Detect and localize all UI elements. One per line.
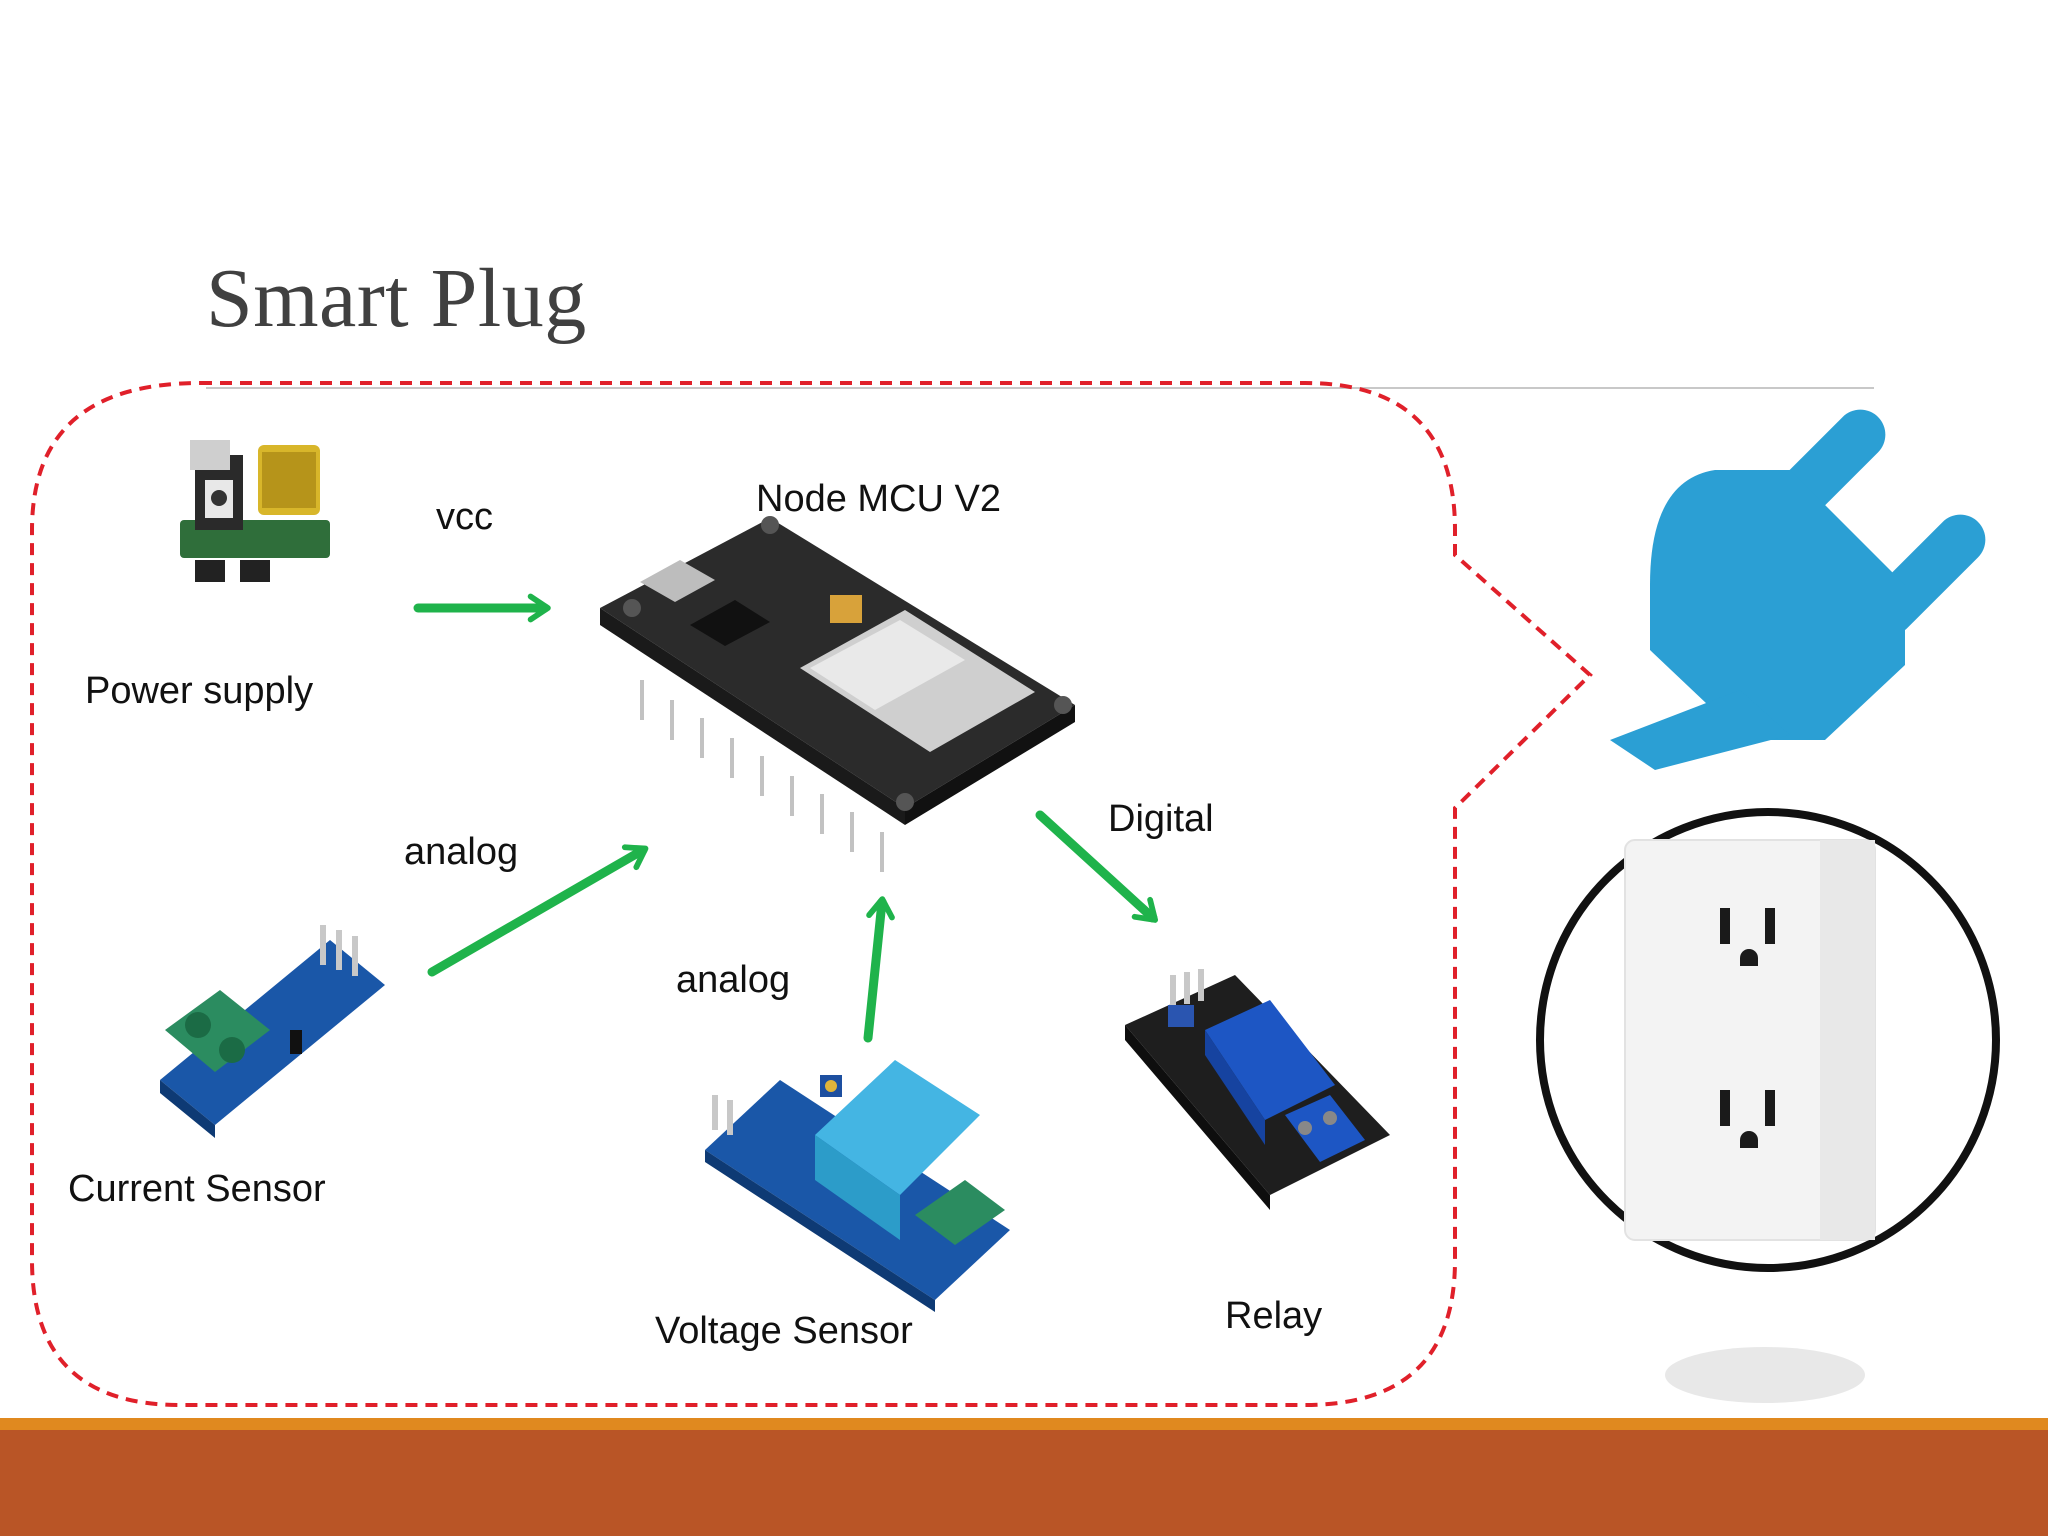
arrow-current-to-mcu <box>427 844 649 977</box>
digital-connection-label: Digital <box>1108 798 1214 840</box>
power-supply-image <box>180 440 330 582</box>
voltage-sensor-image <box>705 1060 1010 1312</box>
current-sensor-image <box>160 925 385 1138</box>
relay-image <box>1125 969 1390 1210</box>
wall-outlet-icon <box>1536 808 2000 1403</box>
current-sensor-label: Current Sensor <box>68 1168 326 1210</box>
arrow-voltage-to-mcu <box>863 896 895 1043</box>
power-supply-label: Power supply <box>85 670 314 712</box>
vcc-connection-label: vcc <box>436 496 493 538</box>
title-divider <box>206 387 1874 389</box>
enclosure-dashed-border <box>30 381 1593 1407</box>
voltage-sensor-label: Voltage Sensor <box>655 1310 913 1352</box>
footer-band <box>0 1418 2048 1536</box>
slide-title: Smart Plug <box>206 252 587 345</box>
node-mcu-image <box>600 516 1075 872</box>
analog-voltage-connection-label: analog <box>676 959 791 1001</box>
arrow-mcu-to-relay <box>1035 810 1159 923</box>
relay-label: Relay <box>1225 1295 1323 1337</box>
footer-accent-stripe <box>0 1418 2048 1430</box>
plug-icon <box>1610 409 1986 770</box>
node-mcu-label: Node MCU V2 <box>756 478 1001 520</box>
analog-current-connection-label: analog <box>404 831 519 873</box>
